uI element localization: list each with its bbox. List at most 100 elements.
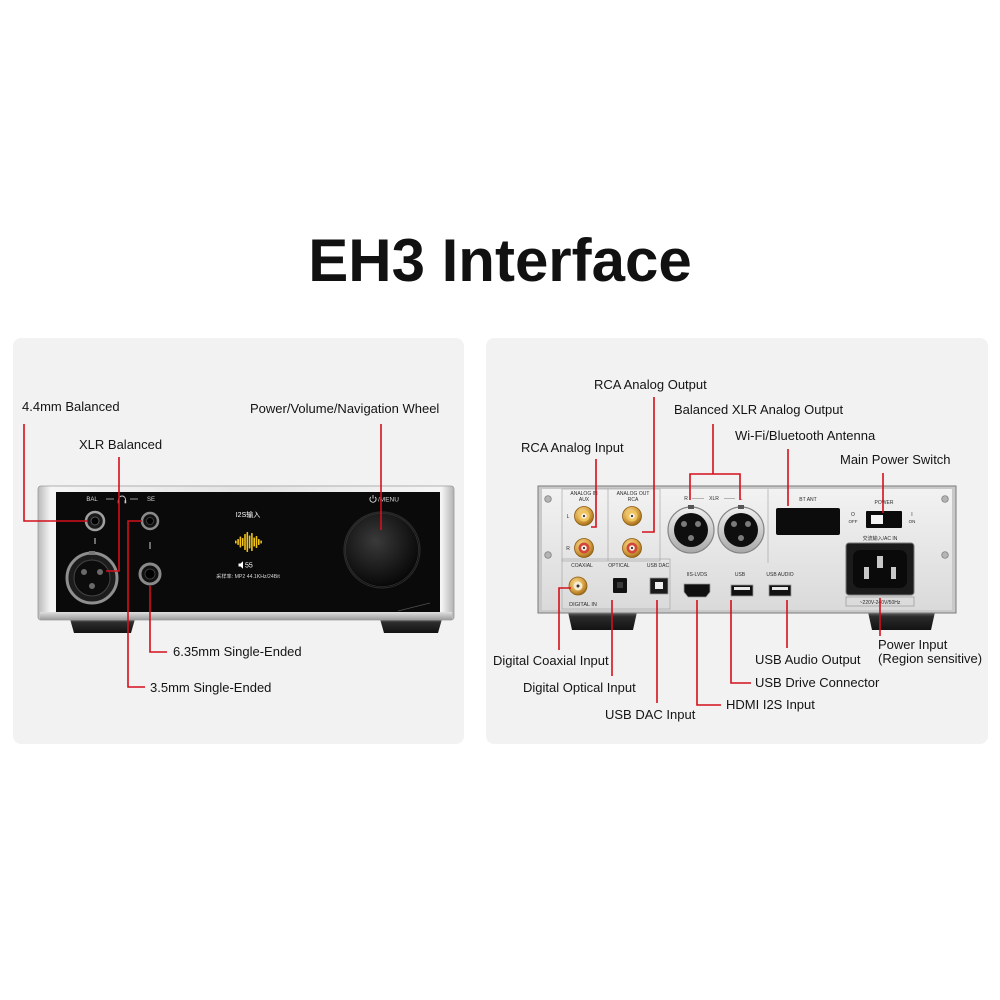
callout-line-rca-analog-output [642, 397, 655, 533]
rear-panel-card: ANALOG IN AUX ANALOG OUT RCA L R [486, 338, 988, 744]
bt-antenna-port [776, 508, 840, 535]
rear-foot-right [868, 612, 935, 630]
label-6-35mm-single-ended: 6.35mm Single-Ended [173, 644, 302, 659]
waveform-bar [239, 536, 242, 548]
front-foot-left [70, 619, 135, 633]
label-xlr-balanced: XLR Balanced [79, 437, 162, 452]
usb-dac-label: USB DAC [647, 563, 670, 569]
waveform-bar [251, 533, 253, 551]
label-xlr-analog-output: Balanced XLR Analog Output [674, 402, 844, 417]
screw [941, 495, 949, 503]
waveform-bar [253, 537, 255, 547]
ac-in-label: 交流输入/AC IN [863, 535, 898, 542]
label-optical: Digital Optical Input [523, 680, 636, 695]
label-power-switch: Main Power Switch [840, 452, 951, 467]
label-power-input-note: (Region sensitive) [878, 651, 982, 666]
digital-in-label: DIGITAL IN [569, 602, 597, 608]
speaker-icon [238, 561, 243, 569]
jack-xlr-balanced [65, 551, 119, 605]
waveform-bar [255, 536, 258, 548]
callout-line-6-35mm-single-ended [149, 586, 167, 653]
callout-line-xlr-balanced [106, 457, 120, 572]
label-coaxial: Digital Coaxial Input [493, 653, 609, 668]
power-icon [369, 495, 377, 503]
front-foot-right [380, 619, 442, 633]
optical-input [613, 578, 627, 593]
volume-navigation-knob [343, 511, 421, 589]
on-mark: I [911, 512, 912, 518]
label-usb-audio: USB Audio Output [755, 652, 861, 667]
aux-header: AUX [579, 497, 590, 503]
on-label: ON [909, 519, 916, 524]
label-power-input: Power Input [878, 637, 948, 652]
page-title: EH3 Interface [308, 227, 692, 294]
xlr-output-right [667, 505, 715, 554]
rca-analog-out-right [622, 538, 642, 558]
front-bottom-lip [40, 612, 452, 620]
iec-power-inlet [845, 542, 915, 596]
callout-line-xlr-output-branch [689, 473, 741, 500]
label-4-4mm-balanced: 4.4mm Balanced [22, 399, 120, 414]
jack-3-5mm-single-ended [140, 511, 160, 531]
channel-l-label: L [567, 514, 570, 520]
menu-label: /MENU [378, 497, 399, 504]
label-rca-analog-input: RCA Analog Input [521, 440, 624, 455]
rear-foot-left [568, 612, 637, 630]
waveform-bar [260, 540, 262, 544]
rca-analog-out-left [622, 506, 642, 526]
analog-in-header: ANALOG IN [570, 491, 598, 497]
callout-line-4-4mm-balanced [23, 424, 87, 522]
waveform-icon [235, 532, 262, 552]
waveform-bar [237, 539, 239, 545]
waveform-bar [246, 532, 249, 552]
face-reflection [397, 602, 431, 612]
label-antenna: Wi-Fi/Bluetooth Antenna [735, 428, 876, 443]
rear-device: ANALOG IN AUX ANALOG OUT RCA L R [537, 485, 957, 630]
power-label: POWER [875, 500, 894, 506]
callout-line-coaxial [558, 587, 571, 650]
label-wheel: Power/Volume/Navigation Wheel [250, 401, 439, 416]
optical-label: OPTICAL [608, 563, 630, 569]
waveform-bar [235, 540, 237, 544]
screw [544, 551, 552, 559]
rca-analog-in-right [574, 538, 594, 558]
hdmi-i2s-port [683, 583, 711, 598]
usb-label: USB [735, 572, 746, 578]
analog-out-header: ANALOG OUT [617, 491, 650, 497]
usb-audio-label: USB AUDIO [766, 572, 793, 578]
callout-line-hdmi [696, 600, 721, 706]
screen-volume-value: 55 [245, 563, 253, 570]
label-rca-analog-output: RCA Analog Output [594, 377, 707, 392]
analog-group-outline [561, 488, 661, 562]
main-power-switch [866, 511, 902, 528]
waveform-bar [248, 535, 251, 549]
label-3-5mm-single-ended: 3.5mm Single-Ended [150, 680, 271, 695]
rca-analog-in-left [574, 506, 594, 526]
off-mark: O [851, 512, 855, 518]
off-label: OFF [849, 519, 858, 524]
coaxial-label: COAXIAL [571, 563, 593, 569]
callout-line-rca-analog-input [591, 459, 597, 528]
display-screen: I2S输入 55 采样率: MP2 44.1KHz [216, 510, 280, 580]
iis-lvds-label: IIS-LVDS [687, 572, 708, 578]
jack-6-35mm-single-ended [138, 562, 162, 586]
bt-ant-label: BT ANT [799, 497, 816, 503]
usb-drive-port [730, 584, 754, 597]
screen-input-label: I2S输入 [236, 510, 261, 519]
rca-header: RCA [628, 497, 639, 503]
label-hdmi: HDMI I2S Input [726, 697, 815, 712]
channel-r-label: R [566, 546, 570, 552]
se-label: SE [147, 497, 155, 503]
screen-format-text: 采样率: MP2 44.1KHz/24Bit [216, 572, 280, 580]
label-usb-dac: USB DAC Input [605, 707, 696, 722]
usb-dac-port [649, 577, 669, 595]
bal-label: BAL [86, 497, 98, 503]
digital-in-group-outline [561, 558, 671, 610]
jack-4-4mm-balanced [84, 510, 106, 532]
waveform-bar [258, 539, 260, 545]
xlr-output-left [717, 505, 765, 554]
usb-audio-port [768, 584, 792, 597]
coaxial-input [568, 576, 588, 596]
screw [544, 495, 552, 503]
